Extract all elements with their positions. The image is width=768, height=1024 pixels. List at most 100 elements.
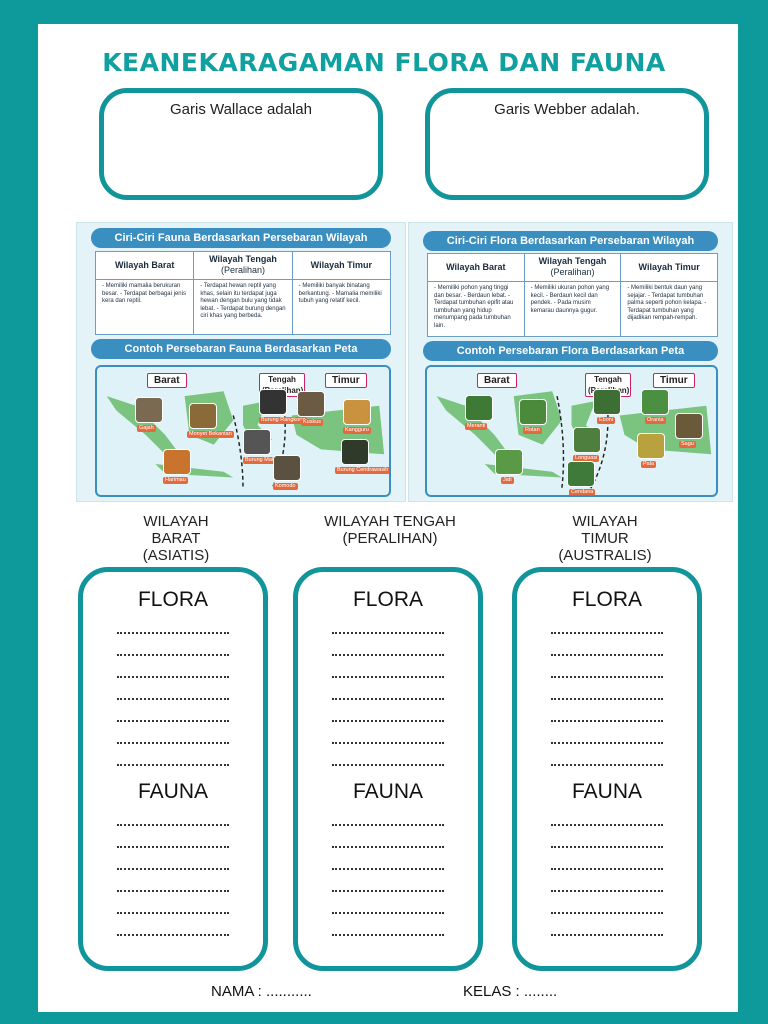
- flora-map-title: Contoh Persebaran Flora Berdasarkan Peta: [423, 341, 718, 361]
- flora-col-tengah: Wilayah Tengah(Peralihan) - Memiliki uku…: [524, 254, 622, 336]
- answer-line[interactable]: [551, 892, 663, 914]
- col-text: - Memiliki ukuran pohon yang kecil. - Be…: [530, 285, 610, 314]
- timur-answer-column: FLORA FAUNA: [512, 567, 702, 971]
- answer-line[interactable]: [551, 612, 663, 634]
- answer-line[interactable]: [117, 634, 229, 656]
- answer-line[interactable]: [117, 870, 229, 892]
- flora-info-panel: Ciri-Ciri Flora Berdasarkan Persebaran W…: [408, 222, 733, 502]
- col-text: - Memiliki pohon yang tinggi dan besar. …: [434, 285, 514, 329]
- col-head: Wilayah Barat: [446, 261, 506, 272]
- flora-tag: Jati: [501, 477, 514, 484]
- fauna-tag: Burung Cendrawasih: [335, 467, 389, 474]
- answer-line[interactable]: [117, 744, 229, 766]
- fauna-tag: Burung Rangkong: [259, 417, 308, 424]
- cendrawasih-photo: [341, 439, 369, 465]
- answer-line[interactable]: [117, 700, 229, 722]
- fauna-col-timur: Wilayah Timur - Memiliki banyak binatang…: [292, 252, 390, 334]
- answer-line[interactable]: [551, 656, 663, 678]
- orania-photo: [641, 389, 669, 415]
- answer-line[interactable]: [332, 848, 444, 870]
- fauna-info-panel: Ciri-Ciri Fauna Berdasarkan Persebaran W…: [76, 222, 406, 502]
- col-text: - Memiliki bentuk daun yang sejajar. - T…: [627, 285, 707, 321]
- flora-characteristics-table: Wilayah Barat - Memiliki pohon yang ting…: [427, 253, 718, 337]
- sagu-photo: [675, 413, 703, 439]
- answer-line[interactable]: [332, 804, 444, 826]
- col-head: Wilayah Timur: [310, 259, 372, 270]
- answer-line[interactable]: [551, 848, 663, 870]
- answer-line[interactable]: [551, 634, 663, 656]
- answer-line[interactable]: [117, 804, 229, 826]
- answer-line[interactable]: [332, 914, 444, 936]
- fauna-heading: FAUNA: [571, 780, 642, 803]
- region-label-barat: Barat: [147, 373, 187, 388]
- answer-line[interactable]: [551, 870, 663, 892]
- flora-tag: Pala: [641, 461, 657, 468]
- fauna-answer-lines[interactable]: [551, 804, 663, 936]
- webber-answer-box[interactable]: Garis Webber adalah.: [425, 88, 709, 200]
- answer-line[interactable]: [551, 804, 663, 826]
- region-header-line: (ASIATIS): [142, 547, 210, 564]
- answer-line[interactable]: [551, 700, 663, 722]
- fauna-tag: Burung Maleo: [243, 457, 282, 464]
- answer-line[interactable]: [332, 656, 444, 678]
- flora-col-timur: Wilayah Timur - Memiliki bentuk daun yan…: [621, 254, 718, 336]
- region-header-line: BARAT: [151, 530, 201, 547]
- webber-prompt: Garis Webber adalah.: [494, 101, 640, 118]
- wallace-answer-box[interactable]: Garis Wallace adalah: [99, 88, 383, 200]
- answer-line[interactable]: [551, 914, 663, 936]
- answer-line[interactable]: [332, 700, 444, 722]
- flora-answer-lines[interactable]: [332, 612, 444, 766]
- region-header-line: TIMUR: [581, 530, 629, 547]
- region-header-line: (PERALIHAN): [342, 530, 438, 547]
- answer-line[interactable]: [332, 870, 444, 892]
- region-label-barat: Barat: [477, 373, 517, 388]
- answer-line[interactable]: [332, 744, 444, 766]
- answer-line[interactable]: [117, 612, 229, 634]
- fauna-tag: Harimau: [163, 477, 188, 484]
- answer-line[interactable]: [117, 914, 229, 936]
- col-sub: (Peralihan): [550, 267, 595, 277]
- fauna-answer-lines[interactable]: [332, 804, 444, 936]
- answer-line[interactable]: [332, 612, 444, 634]
- answer-line[interactable]: [332, 892, 444, 914]
- flora-heading: FLORA: [571, 588, 642, 611]
- answer-line[interactable]: [117, 656, 229, 678]
- answer-line[interactable]: [117, 826, 229, 848]
- answer-line[interactable]: [551, 678, 663, 700]
- answer-line[interactable]: [332, 722, 444, 744]
- col-text: - Terdapat hewan reptil yang khas, selai…: [200, 283, 286, 319]
- meranti-photo: [465, 395, 493, 421]
- fauna-col-tengah: Wilayah Tengah(Peralihan) - Terdapat hew…: [194, 252, 293, 334]
- kelas-field[interactable]: KELAS : ........: [463, 983, 558, 1000]
- flora-tag: Eboni: [597, 417, 616, 424]
- answer-line[interactable]: [332, 678, 444, 700]
- fauna-distribution-map: Barat Tengah (Peralihan) Timur Gajah Mon…: [95, 365, 391, 497]
- region-header-line: WILAYAH: [143, 513, 209, 530]
- region-header-timur: WILAYAH TIMUR (AUSTRALIS): [525, 513, 685, 564]
- fauna-answer-lines[interactable]: [117, 804, 229, 936]
- answer-line[interactable]: [117, 678, 229, 700]
- col-head: Wilayah Timur: [638, 261, 700, 272]
- col-text: - Memiliki banyak binatang berkantung. -…: [298, 283, 382, 304]
- harimau-photo: [163, 449, 191, 475]
- flora-table-title: Ciri-Ciri Flora Berdasarkan Persebaran W…: [423, 231, 718, 251]
- kangguru-photo: [343, 399, 371, 425]
- answer-line[interactable]: [332, 634, 444, 656]
- answer-line[interactable]: [551, 744, 663, 766]
- col-head: Wilayah Tengah: [209, 254, 277, 264]
- nama-field[interactable]: NAMA : ...........: [211, 983, 312, 1000]
- answer-line[interactable]: [117, 892, 229, 914]
- cendana-photo: [567, 461, 595, 487]
- answer-line[interactable]: [551, 826, 663, 848]
- flora-heading: FLORA: [137, 588, 208, 611]
- fauna-table-title: Ciri-Ciri Fauna Berdasarkan Persebaran W…: [91, 228, 391, 248]
- rangkong-photo: [259, 389, 287, 415]
- answer-line[interactable]: [117, 848, 229, 870]
- flora-heading: FLORA: [352, 588, 423, 611]
- answer-line[interactable]: [332, 826, 444, 848]
- tengah-answer-column: FLORA FAUNA: [293, 567, 483, 971]
- answer-line[interactable]: [551, 722, 663, 744]
- flora-answer-lines[interactable]: [117, 612, 229, 766]
- answer-line[interactable]: [117, 722, 229, 744]
- flora-answer-lines[interactable]: [551, 612, 663, 766]
